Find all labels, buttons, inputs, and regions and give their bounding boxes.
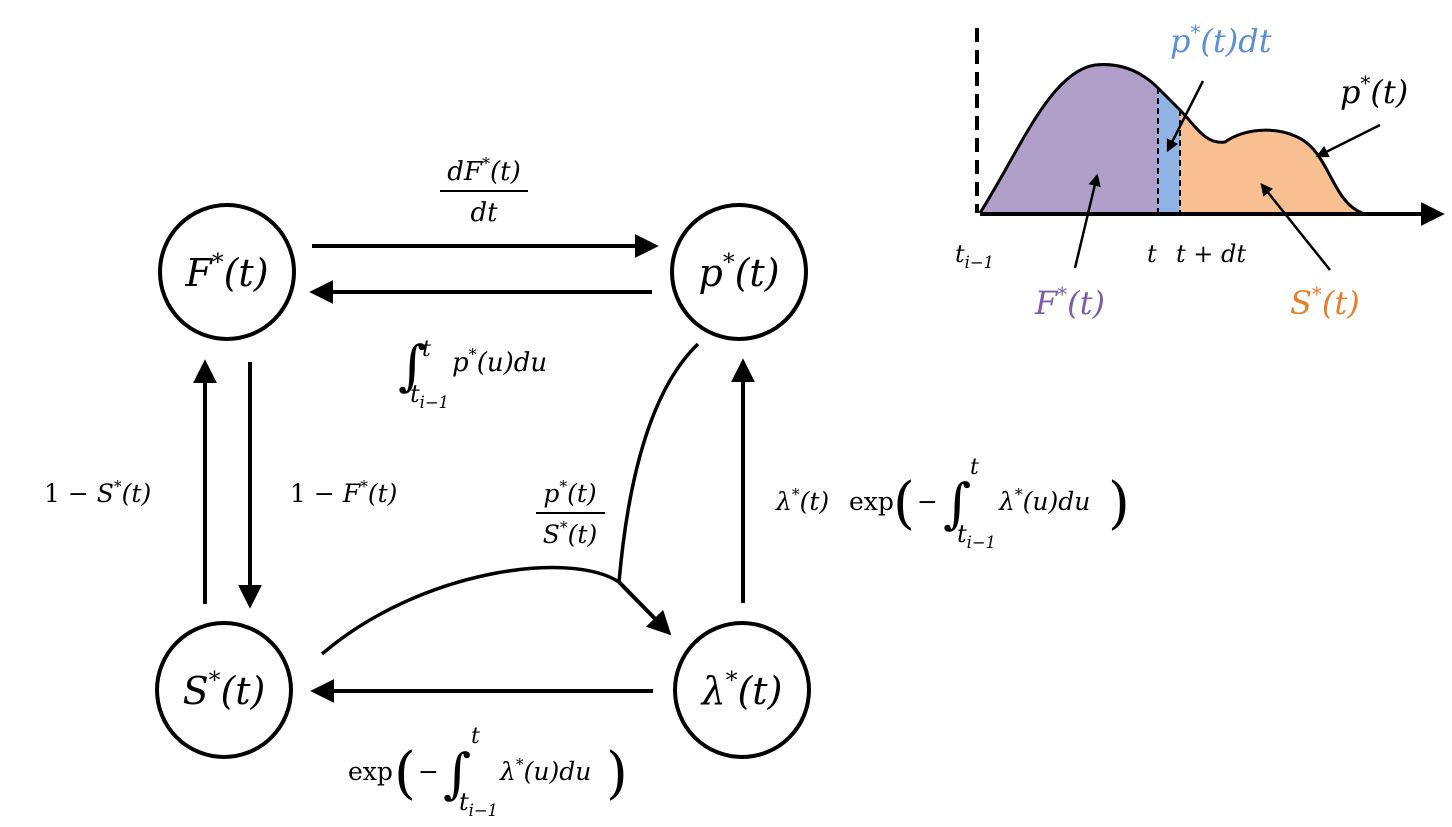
svg-text:λ*(u)du: λ*(u)du bbox=[499, 756, 591, 786]
label-exp-bottom: exp ( − ∫ t ti−1 λ*(u)du ) bbox=[348, 724, 628, 820]
inset-density-plot: p*(t)dt p*(t) F*(t) S*(t) ti−1 t t + dt bbox=[955, 21, 1445, 322]
svg-text:dF*(t): dF*(t) bbox=[447, 154, 521, 187]
svg-text:−: − bbox=[917, 487, 938, 516]
svg-text:): ) bbox=[1108, 471, 1130, 536]
svg-text:exp: exp bbox=[348, 757, 393, 786]
region-S bbox=[1180, 110, 1362, 213]
label-p: p*(t) bbox=[1340, 72, 1408, 111]
pointer-F bbox=[1073, 173, 1101, 269]
svg-text:S*(t): S*(t) bbox=[543, 519, 597, 549]
tick-t-i-1: ti−1 bbox=[955, 240, 994, 272]
svg-text:p*(u)du: p*(u)du bbox=[452, 345, 547, 378]
svg-text:dt: dt bbox=[470, 198, 498, 228]
label-dF-dt: dF*(t) dt bbox=[440, 154, 528, 228]
svg-text:λ*(u)du: λ*(u)du bbox=[998, 486, 1090, 516]
label-p-over-S: p*(t) S*(t) bbox=[536, 478, 605, 549]
svg-text:ti−1: ti−1 bbox=[957, 520, 996, 552]
svg-text:F*(t): F*(t) bbox=[184, 248, 268, 295]
curve-S-to-junction bbox=[320, 565, 620, 656]
svg-text:(: ( bbox=[893, 471, 915, 536]
arrow-junction-to-lambda bbox=[617, 580, 672, 636]
svg-text:λ*(t): λ*(t) bbox=[700, 666, 783, 713]
svg-text:ti−1: ti−1 bbox=[459, 788, 498, 820]
svg-text:1 − F*(t): 1 − F*(t) bbox=[290, 478, 397, 508]
density-curve bbox=[978, 63, 1363, 215]
svg-text:∫: ∫ bbox=[943, 472, 971, 535]
label-integral-p: ∫ t ti−1 p*(u)du bbox=[398, 334, 547, 412]
node-F: F*(t) bbox=[158, 203, 296, 341]
svg-text:S*(t): S*(t) bbox=[183, 666, 266, 713]
svg-text:t: t bbox=[970, 455, 979, 480]
node-lambda: λ*(t) bbox=[673, 621, 811, 759]
svg-text:1 − S*(t): 1 − S*(t) bbox=[44, 478, 151, 508]
svg-text:λ*(t): λ*(t) bbox=[775, 486, 829, 516]
label-S: S*(t) bbox=[1290, 283, 1360, 322]
curve-p-to-junction bbox=[617, 342, 700, 583]
tick-t: t bbox=[1147, 240, 1157, 268]
svg-text:ti−1: ti−1 bbox=[410, 380, 449, 412]
svg-text:t: t bbox=[422, 337, 431, 362]
label-1-minus-S: 1 − S*(t) bbox=[44, 478, 151, 508]
svg-text:∫: ∫ bbox=[398, 334, 426, 397]
pointer-S bbox=[1260, 183, 1331, 271]
label-lambda-exp: λ*(t) exp ( − ∫ t ti−1 λ*(u)du ) bbox=[775, 455, 1130, 552]
svg-text:−: − bbox=[418, 757, 439, 786]
node-p: p*(t) bbox=[670, 203, 808, 341]
svg-text:p*(t): p*(t) bbox=[543, 478, 596, 508]
svg-text:t: t bbox=[471, 724, 480, 749]
svg-text:exp: exp bbox=[849, 487, 894, 516]
node-S: S*(t) bbox=[155, 621, 293, 759]
tick-t-dt: t + dt bbox=[1176, 240, 1246, 268]
svg-text:): ) bbox=[606, 741, 628, 806]
svg-text:(: ( bbox=[394, 741, 416, 806]
pointer-pdt bbox=[1166, 80, 1205, 153]
region-F bbox=[980, 64, 1158, 213]
label-F: F*(t) bbox=[1034, 283, 1105, 322]
pointer-p bbox=[1315, 123, 1381, 158]
label-pdt: p*(t)dt bbox=[1170, 21, 1272, 60]
svg-text:p*(t): p*(t) bbox=[698, 248, 779, 295]
svg-text:∫: ∫ bbox=[443, 742, 471, 805]
label-1-minus-F: 1 − F*(t) bbox=[290, 478, 397, 508]
